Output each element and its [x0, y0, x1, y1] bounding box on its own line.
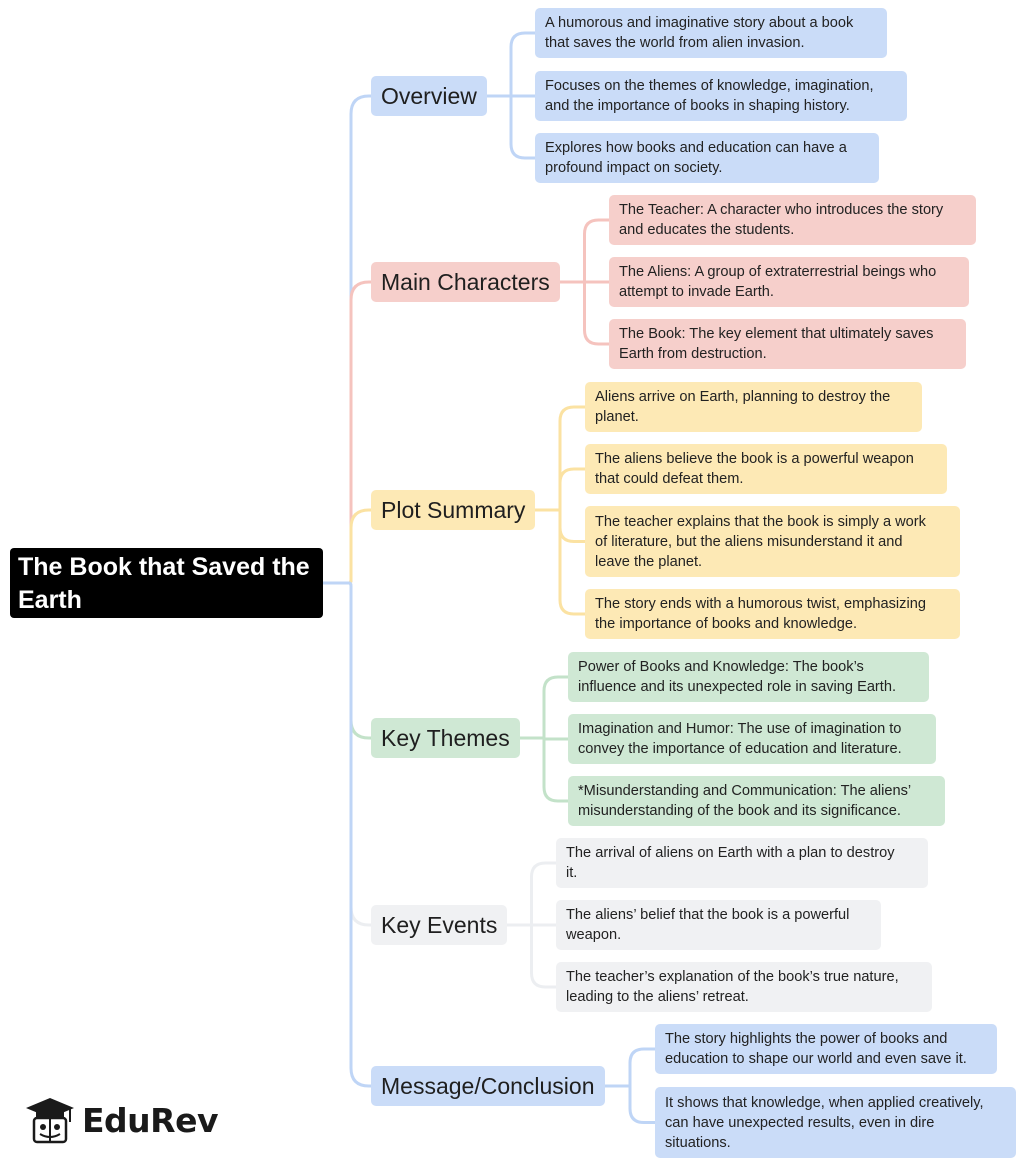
leaf-plot-summary-1: Aliens arrive on Earth, planning to dest…	[585, 382, 922, 432]
leaf-message-conclusion-1: The story highlights the power of books …	[655, 1024, 997, 1074]
leaf-overview-1: A humorous and imaginative story about a…	[535, 8, 887, 58]
connector-plot-summary-2	[533, 467, 587, 512]
branch-overview: Overview	[371, 76, 487, 116]
connector-main-characters-3	[558, 280, 611, 346]
edurev-logo: EduRev	[24, 1096, 218, 1144]
connector-root-message-conclusion	[321, 581, 373, 1088]
leaf-main-characters-3: The Book: The key element that ultimatel…	[609, 319, 966, 369]
leaf-key-events-2: The aliens’ belief that the book is a po…	[556, 900, 881, 950]
connector-main-characters-1	[558, 218, 611, 284]
leaf-key-themes-1: Power of Books and Knowledge: The book’s…	[568, 652, 929, 702]
leaf-key-themes-2: Imagination and Humor: The use of imagin…	[568, 714, 936, 764]
leaf-key-themes-3: *Misunderstanding and Communication: The…	[568, 776, 945, 826]
branch-key-events: Key Events	[371, 905, 508, 945]
connector-root-key-themes	[321, 581, 373, 740]
leaf-plot-summary-3: The teacher explains that the book is si…	[585, 506, 960, 577]
graduation-cap-icon	[26, 1098, 74, 1144]
connector-plot-summary-4	[533, 508, 587, 616]
connector-message-conclusion-1	[603, 1047, 657, 1088]
connector-root-plot-summary	[321, 508, 373, 585]
leaf-plot-summary-4: The story ends with a humorous twist, em…	[585, 589, 960, 639]
connector-overview-1	[485, 31, 537, 98]
branch-key-themes: Key Themes	[371, 718, 520, 758]
connector-key-themes-3	[518, 736, 570, 803]
connector-plot-summary-1	[533, 405, 587, 512]
connector-key-themes-1	[518, 675, 570, 740]
branch-plot-summary: Plot Summary	[371, 490, 536, 530]
leaf-key-events-3: The teacher’s explanation of the book’s …	[556, 962, 932, 1012]
leaf-overview-3: Explores how books and education can hav…	[535, 133, 879, 183]
leaf-plot-summary-2: The aliens believe the book is a powerfu…	[585, 444, 947, 494]
leaf-overview-2: Focuses on the themes of knowledge, imag…	[535, 71, 907, 121]
connector-message-conclusion-2	[603, 1084, 657, 1124]
leaf-main-characters-2: The Aliens: A group of extraterrestrial …	[609, 257, 969, 307]
logo-text: EduRev	[82, 1100, 218, 1140]
branch-message-conclusion: Message/Conclusion	[371, 1066, 605, 1106]
connector-key-events-1	[505, 861, 558, 927]
connector-root-key-events	[321, 581, 373, 927]
branch-main-characters: Main Characters	[371, 262, 560, 302]
leaf-main-characters-1: The Teacher: A character who introduces …	[609, 195, 976, 245]
connector-key-events-3	[505, 923, 558, 989]
connector-root-main-characters	[321, 280, 373, 585]
connector-overview-3	[485, 94, 537, 160]
leaf-key-events-1: The arrival of aliens on Earth with a pl…	[556, 838, 928, 888]
leaf-message-conclusion-2: It shows that knowledge, when applied cr…	[655, 1087, 1016, 1158]
root-topic: The Book that Saved the Earth	[10, 548, 323, 618]
